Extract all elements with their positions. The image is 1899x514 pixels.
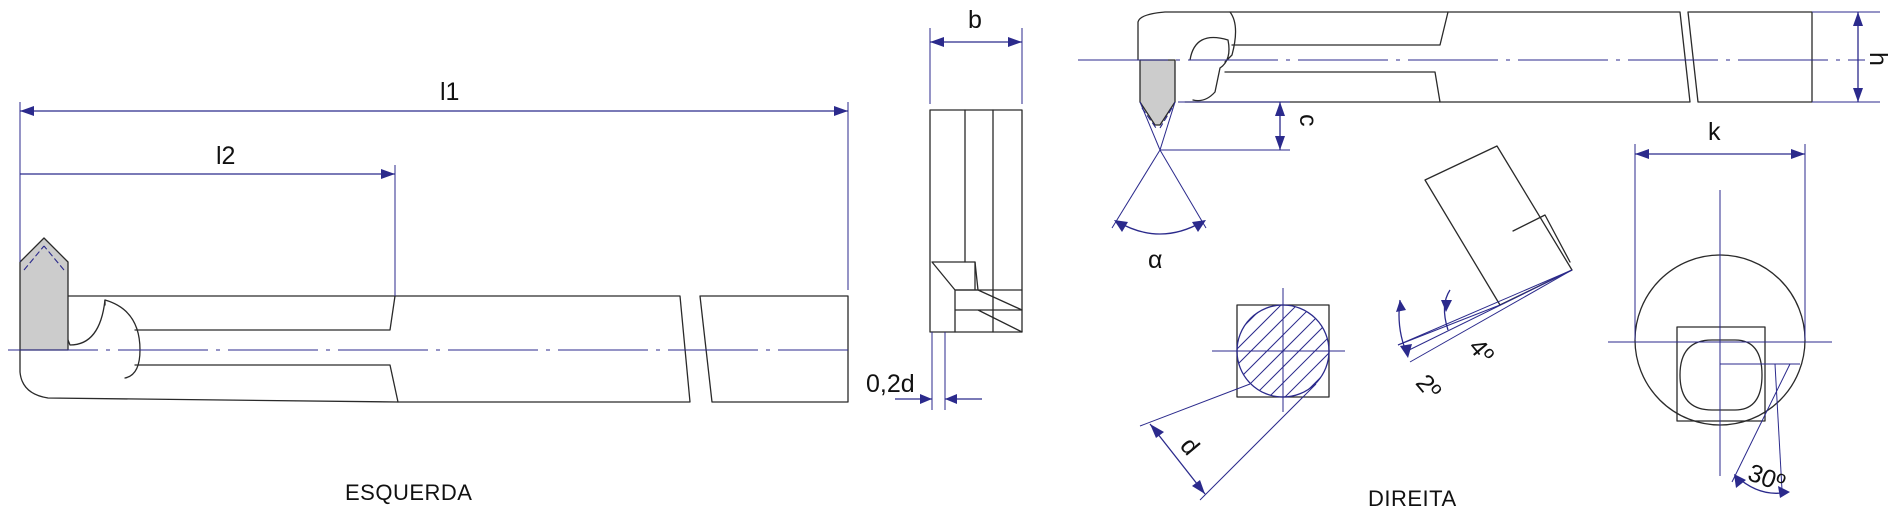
left-neck [63,295,141,379]
right-body-bottom [1184,71,1441,103]
k-label: k [1708,118,1721,146]
left-body-top [67,295,396,331]
circle-square [1676,326,1766,422]
angle-30-arrow-2 [1778,486,1790,498]
angle-30-leg [1731,363,1791,483]
h-arrow-top [1853,12,1863,26]
alpha-cross-right [1159,101,1176,151]
l2-label: l2 [216,142,235,170]
caption-direita: DIREITA [1368,486,1457,511]
k-arrow-right [1791,149,1805,159]
d-arrow-1 [1150,424,1164,438]
alpha-arc [1117,221,1203,235]
left-tool-view: l1 l2 ESQUERDA [8,78,849,505]
alpha-cross-left [1139,101,1161,151]
right-neck [1189,36,1230,102]
angle-ray-3 [1409,269,1573,363]
d-ext-2 [1199,383,1317,501]
circle-view: k 30º [1608,118,1832,498]
right-tool-view: h c α [1078,11,1892,274]
left-insert-dash-right [43,245,65,271]
end-view-outline [929,109,1023,333]
l1-arrow-left [20,106,34,116]
c-arrow-bottom [1275,136,1285,150]
alpha-label: α [1148,246,1162,274]
angle-insert-notch [1512,214,1571,263]
l1-arrow-right [834,106,848,116]
angle-detail: 2º 4º DIREITA [1368,145,1573,511]
b-arrow-left [930,37,944,47]
right-insert-dash-right [1159,107,1173,129]
d-ext-1 [1139,383,1251,427]
alpha-leg-left [1111,149,1161,229]
right-body-top [1229,11,1449,46]
k-arrow-left [1635,149,1649,159]
d-arrow-2 [1192,480,1205,494]
left-body-bottom [19,349,399,403]
alpha-arrow-right [1192,220,1206,232]
angle-arrow-4a [1441,300,1452,312]
angle-ray-1 [1397,269,1573,346]
alpha-arrow-left [1114,220,1128,232]
end-view: b 0,2d [866,6,1023,410]
circle-axis-v2 [1774,363,1783,491]
left-end-block [699,295,849,403]
angle-4-label: 4º [1463,333,1499,369]
right-end-block [1687,11,1813,103]
left-insert [19,237,69,351]
angle-ray-2 [1404,269,1573,353]
alpha-leg-right [1159,149,1207,229]
angle-30-arrow-1 [1734,474,1746,488]
h-arrow-bottom [1853,88,1863,102]
c-label: c [1294,114,1322,127]
c-arrow-top [1275,102,1285,116]
h-label: h [1864,52,1892,66]
section-d: d [1139,288,1345,501]
angle-ray-4 [1397,304,1501,346]
d-line [1149,423,1206,495]
b-arrow-right [1008,37,1022,47]
left-body-right-top [394,295,691,403]
end-view-tip-detail [954,261,1023,333]
angle-arrow-2 [1400,344,1412,358]
b-label: b [968,6,982,34]
l2-arrow-right [381,169,395,179]
left-insert-dash-left [23,245,45,271]
circle-inner-round [1679,339,1763,411]
gap-label: 0,2d [866,370,915,398]
section-hatch [1237,305,1329,397]
angle-2-label: 2º [1410,369,1446,405]
gap-arrow-left [920,394,932,404]
right-head-outline [1137,11,1237,63]
caption-esquerda: ESQUERDA [345,480,472,505]
end-view-tip [931,261,979,291]
angle-arrow-4b [1396,300,1406,312]
l1-label: l1 [440,78,459,106]
d-label: d [1174,432,1204,461]
gap-arrow-right [945,394,957,404]
right-body-mid [1439,11,1691,103]
